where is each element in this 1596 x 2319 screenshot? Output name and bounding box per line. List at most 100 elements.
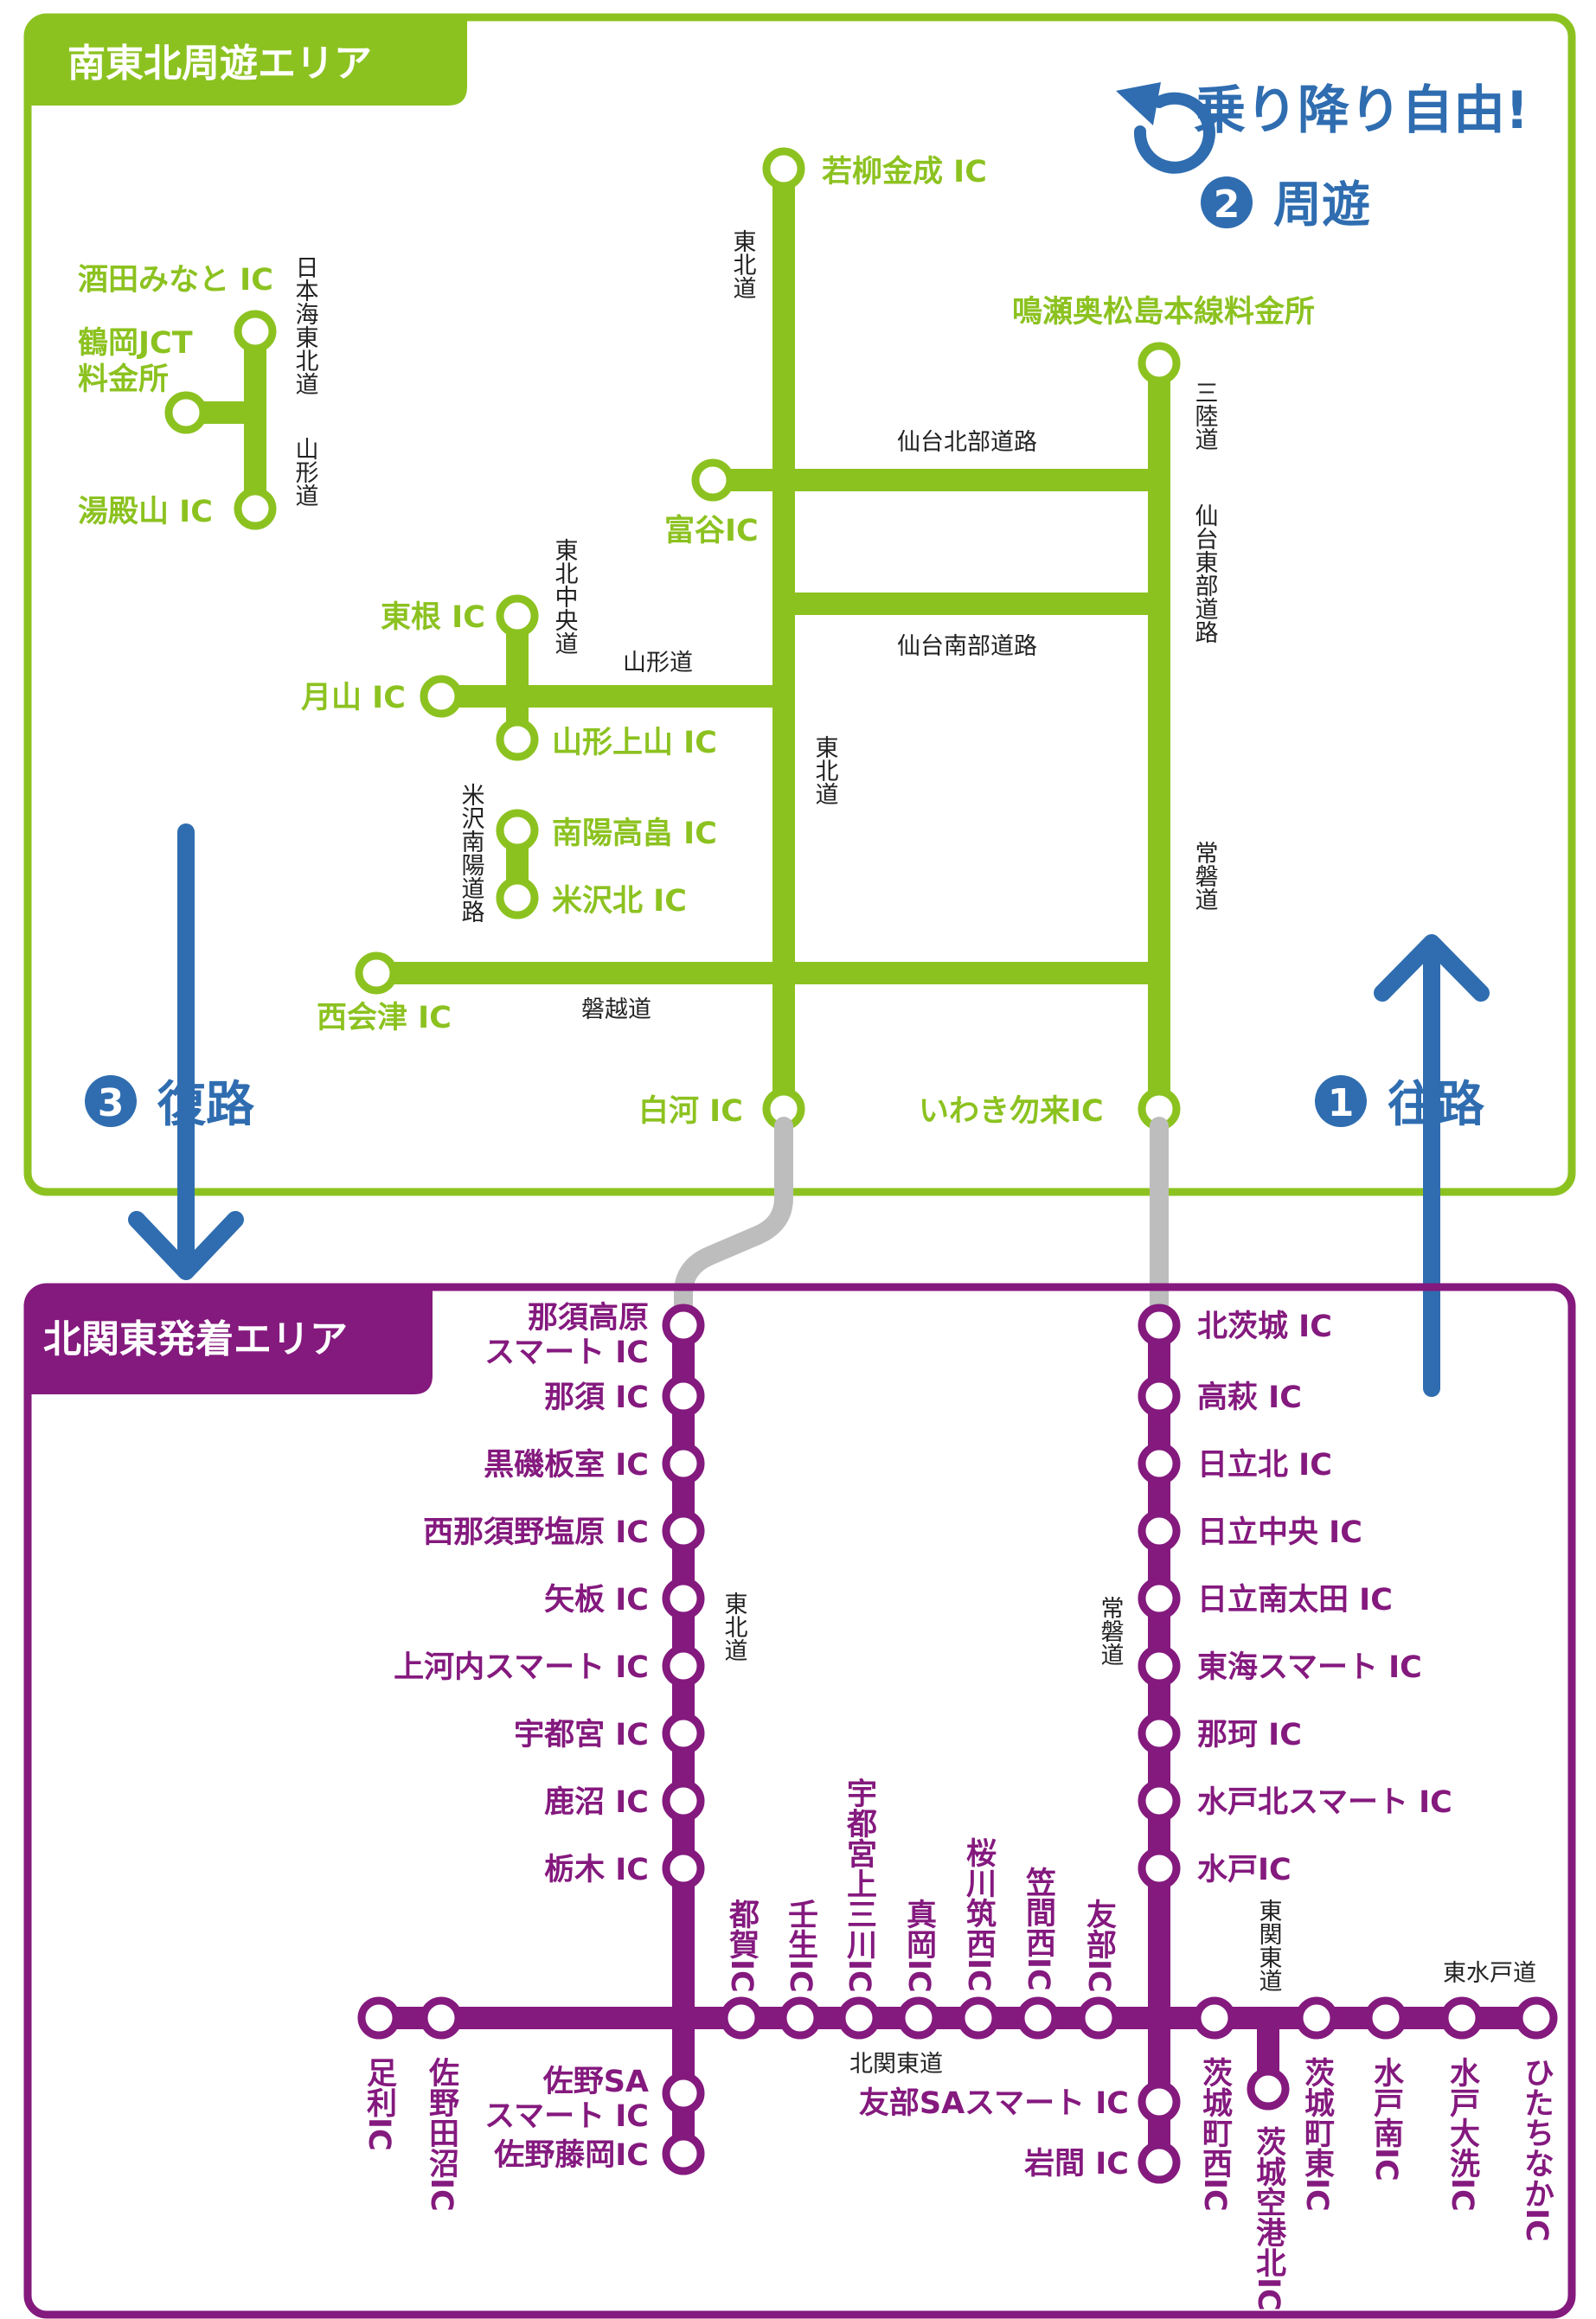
station-marker xyxy=(662,1509,705,1553)
ic-label: スマート IC xyxy=(484,2099,649,2134)
ic-label: 酒田みなと IC xyxy=(78,263,273,298)
road-label: 東北道 xyxy=(721,1592,748,1662)
station-marker xyxy=(1295,1996,1338,2040)
return-number-badge xyxy=(85,1075,137,1127)
station-marker xyxy=(357,1996,401,2040)
ic-label: 那須 IC xyxy=(544,1381,649,1415)
south-area-title: 北関東発着エリア xyxy=(43,1317,348,1361)
ic-label: 水戸IC xyxy=(1197,1853,1292,1887)
south-area-frame xyxy=(23,1283,1576,2319)
free-ride-label: 乗り降り自由! xyxy=(1194,80,1529,141)
ic-label: 佐野田沼IC xyxy=(424,2057,460,2212)
station-marker xyxy=(691,458,734,502)
ic-label: 西会津 IC xyxy=(317,1001,452,1035)
direction-arrows: 3 復路 1 往路 xyxy=(85,823,1490,1397)
ic-label: 米沢北 IC xyxy=(552,884,687,919)
north-ic-labels: 若柳金成 IC 鳴瀬奥松島本線料金所 富谷IC 東根 IC 月山 IC 山形上山… xyxy=(78,154,1315,1129)
station-marker xyxy=(762,147,805,190)
ic-label: 矢板 IC xyxy=(544,1583,649,1618)
road-label: 東北道 xyxy=(729,229,757,299)
station-marker xyxy=(1138,1442,1181,1485)
station-marker xyxy=(897,1996,940,2040)
ic-label: 那須高原 xyxy=(528,1301,649,1336)
return-number: 3 xyxy=(98,1081,125,1125)
south-area-tab xyxy=(28,1287,433,1394)
station-marker xyxy=(420,675,463,718)
station-marker xyxy=(720,1996,763,2040)
ic-label: 南陽高畠 IC xyxy=(552,817,717,851)
road-label: 三陸道 xyxy=(1191,381,1218,451)
ic-label: 真岡IC xyxy=(901,1899,937,1993)
ic-label: 宇都宮 IC xyxy=(514,1718,649,1752)
ic-label: 鳴瀬奥松島本線料金所 xyxy=(1012,294,1315,330)
ic-label: 料金所 xyxy=(78,362,169,397)
outbound-arrow-icon xyxy=(1374,934,1490,1397)
loop-number-badge xyxy=(1201,176,1253,228)
south-road-labels: 東北道 常磐道 北関東道 東関東道 東水戸道 xyxy=(721,1592,1537,2078)
station-marker xyxy=(837,1996,881,2040)
road-label: 東水戸道 xyxy=(1443,1960,1536,1987)
station-marker xyxy=(496,718,539,761)
road-label: 常磐道 xyxy=(1097,1596,1124,1666)
outbound-number: 1 xyxy=(1328,1081,1355,1125)
station-marker xyxy=(662,2072,705,2115)
ic-label: 水戸北スマート IC xyxy=(1197,1785,1452,1820)
station-marker xyxy=(662,1442,705,1485)
road-label: 山形道 xyxy=(292,437,319,507)
loop-number: 2 xyxy=(1214,183,1240,227)
station-marker xyxy=(1138,1374,1181,1418)
station-marker xyxy=(1016,1996,1060,2040)
road-label: 仙台南部道路 xyxy=(897,633,1037,660)
ic-label: 栃木 IC xyxy=(544,1853,649,1887)
station-marker xyxy=(420,1996,463,2040)
station-marker xyxy=(662,1712,705,1755)
ic-label: ひたちなかIC xyxy=(1519,2057,1554,2242)
station-marker xyxy=(662,2132,705,2175)
ic-label: 上河内スマート IC xyxy=(394,1650,649,1685)
station-marker xyxy=(1138,1304,1181,1347)
north-road-labels: 東北道 東北道 三陸道 仙台東部道路 常磐道 仙台北部道路 仙台南部道路 東北中… xyxy=(292,229,1219,1023)
station-marker xyxy=(1138,1779,1181,1823)
ic-label: 笠間西IC xyxy=(1021,1867,1056,1991)
ic-label: 足利IC xyxy=(362,2057,397,2151)
road-label: 東北道 xyxy=(811,735,839,805)
ic-label: 日立北 IC xyxy=(1197,1448,1332,1483)
ic-label: 壬生IC xyxy=(783,1899,818,1993)
ic-label: 山形上山 IC xyxy=(552,726,717,760)
station-marker xyxy=(1440,1996,1484,2040)
ic-label: 西那須野塩原 IC xyxy=(423,1515,649,1550)
ic-label: 日立南太田 IC xyxy=(1197,1583,1393,1618)
ic-label: 都賀IC xyxy=(724,1899,760,1993)
station-marker xyxy=(662,1304,705,1347)
tohoku-ic-labels: 那須高原 スマート IC 那須 IC 黒磯板室 IC 西那須野塩原 IC 矢板 … xyxy=(394,1301,649,2173)
ic-label: 友部IC xyxy=(1081,1899,1117,1993)
station-marker xyxy=(662,1644,705,1688)
station-marker xyxy=(1138,1847,1181,1890)
ic-label: 東海スマート IC xyxy=(1197,1650,1422,1685)
joban-ic-labels: 北茨城 IC 高萩 IC 日立北 IC 日立中央 IC 日立南太田 IC 東海ス… xyxy=(859,1310,1452,2181)
ic-label: 日立中央 IC xyxy=(1197,1515,1362,1550)
ic-label: 水戸大洗IC xyxy=(1445,2057,1480,2212)
gray-connectors xyxy=(674,1117,1169,1333)
ic-label: 茨城町東IC xyxy=(1299,2057,1335,2212)
station-marker xyxy=(1138,342,1181,385)
south-ic-circles xyxy=(357,1304,1558,2184)
station-marker xyxy=(1364,1996,1407,2040)
station-marker xyxy=(496,809,539,852)
road-label: 山形道 xyxy=(623,650,693,676)
road-label: 仙台北部道路 xyxy=(897,429,1037,456)
ic-label: スマート IC xyxy=(484,1336,649,1370)
ic-label: 鹿沼 IC xyxy=(544,1785,649,1820)
station-marker xyxy=(1138,1712,1181,1755)
station-marker xyxy=(1138,1644,1181,1688)
ic-label: 水戸南IC xyxy=(1368,2057,1404,2181)
ic-label: 鶴岡JCT xyxy=(78,326,193,361)
station-marker xyxy=(496,594,539,637)
outbound-label: 往路 xyxy=(1388,1077,1485,1133)
ic-label: 那珂 IC xyxy=(1197,1718,1302,1752)
station-marker xyxy=(662,1847,705,1890)
loop-label: 周遊 xyxy=(1273,177,1370,234)
north-area: 南東北周遊エリア 乗り降り自由! 2 周遊 xyxy=(23,13,1576,1196)
station-marker xyxy=(1138,2080,1181,2124)
